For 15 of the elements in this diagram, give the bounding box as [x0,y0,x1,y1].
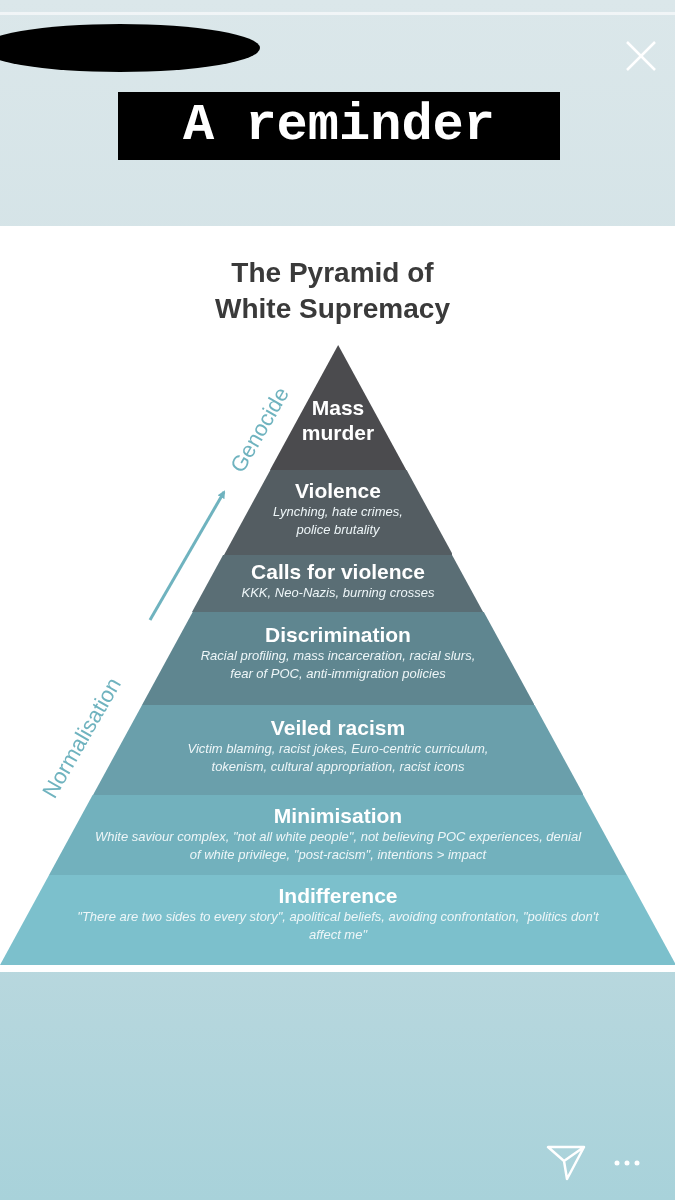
level-heading: Mass murder [300,395,376,445]
level-heading: Indifference [278,883,398,908]
level-heading: Veiled racism [270,715,406,740]
level-examples: White saviour complex, "not all white people", not believing POC experiences, denial of white privilege, "post-racism", intentions > impact [93,828,583,864]
level-heading: Discrimination [265,622,411,647]
level-examples: Racial profiling, mass incarceration, racial slurs, fear of POC, anti-immigration policies [199,647,477,683]
level-examples: "There are two sides to every story", apolitical beliefs, avoiding confrontation, "politics don't affect me" [76,908,600,944]
level-examples: Lynching, hate crimes, police brutality [272,503,404,539]
level-heading: Minimisation [273,803,403,828]
level-heading: Violence [295,478,381,503]
level-heading: Calls for violence [251,559,425,584]
level-examples: KKK, Neo-Nazis, burning crosses [241,584,435,602]
caption-banner: A reminder [118,92,560,160]
level-examples: Victim blaming, racist jokes, Euro-centric curriculum, tokenism, cultural appropriation, racist icons [186,740,490,776]
diagram-title: The Pyramid of White Supremacy [214,256,451,326]
